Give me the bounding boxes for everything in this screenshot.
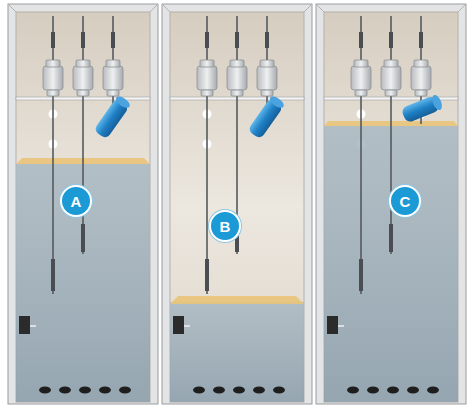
callout-letter: A bbox=[71, 194, 82, 209]
callout-letter: C bbox=[400, 194, 411, 209]
label-circle: A bbox=[60, 185, 92, 217]
callout-letter: B bbox=[220, 219, 231, 234]
label-circle: C bbox=[389, 185, 421, 217]
label-circle: B bbox=[209, 210, 241, 242]
